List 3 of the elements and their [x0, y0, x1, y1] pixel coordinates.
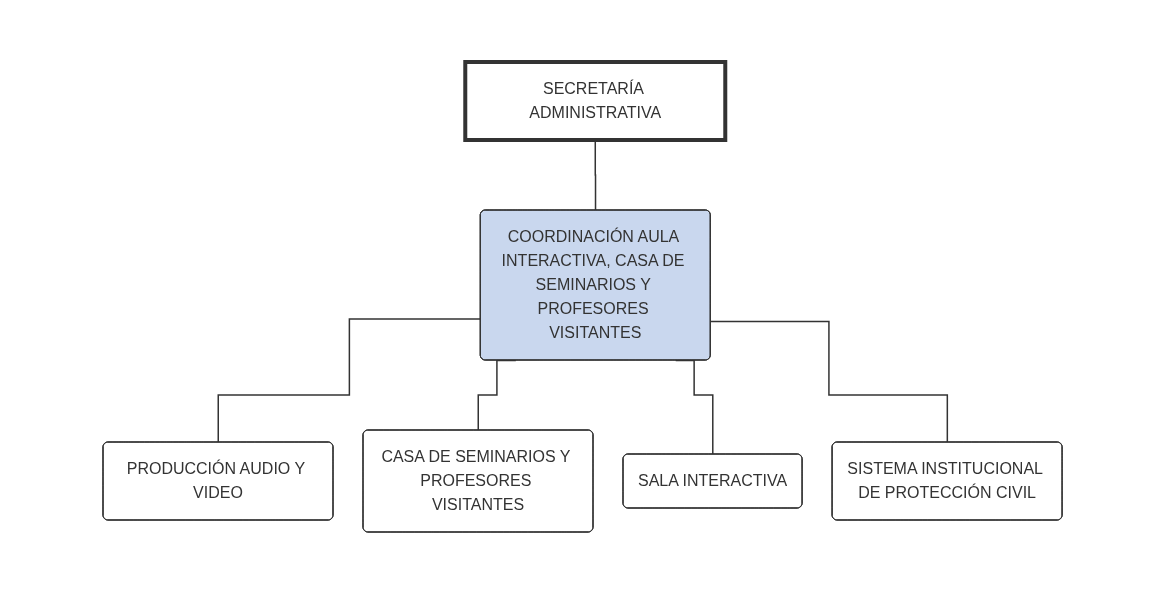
node-box: SECRETARÍA ADMINISTRATIVA [463, 60, 728, 142]
connector [710, 320, 949, 444]
connector [217, 318, 482, 444]
